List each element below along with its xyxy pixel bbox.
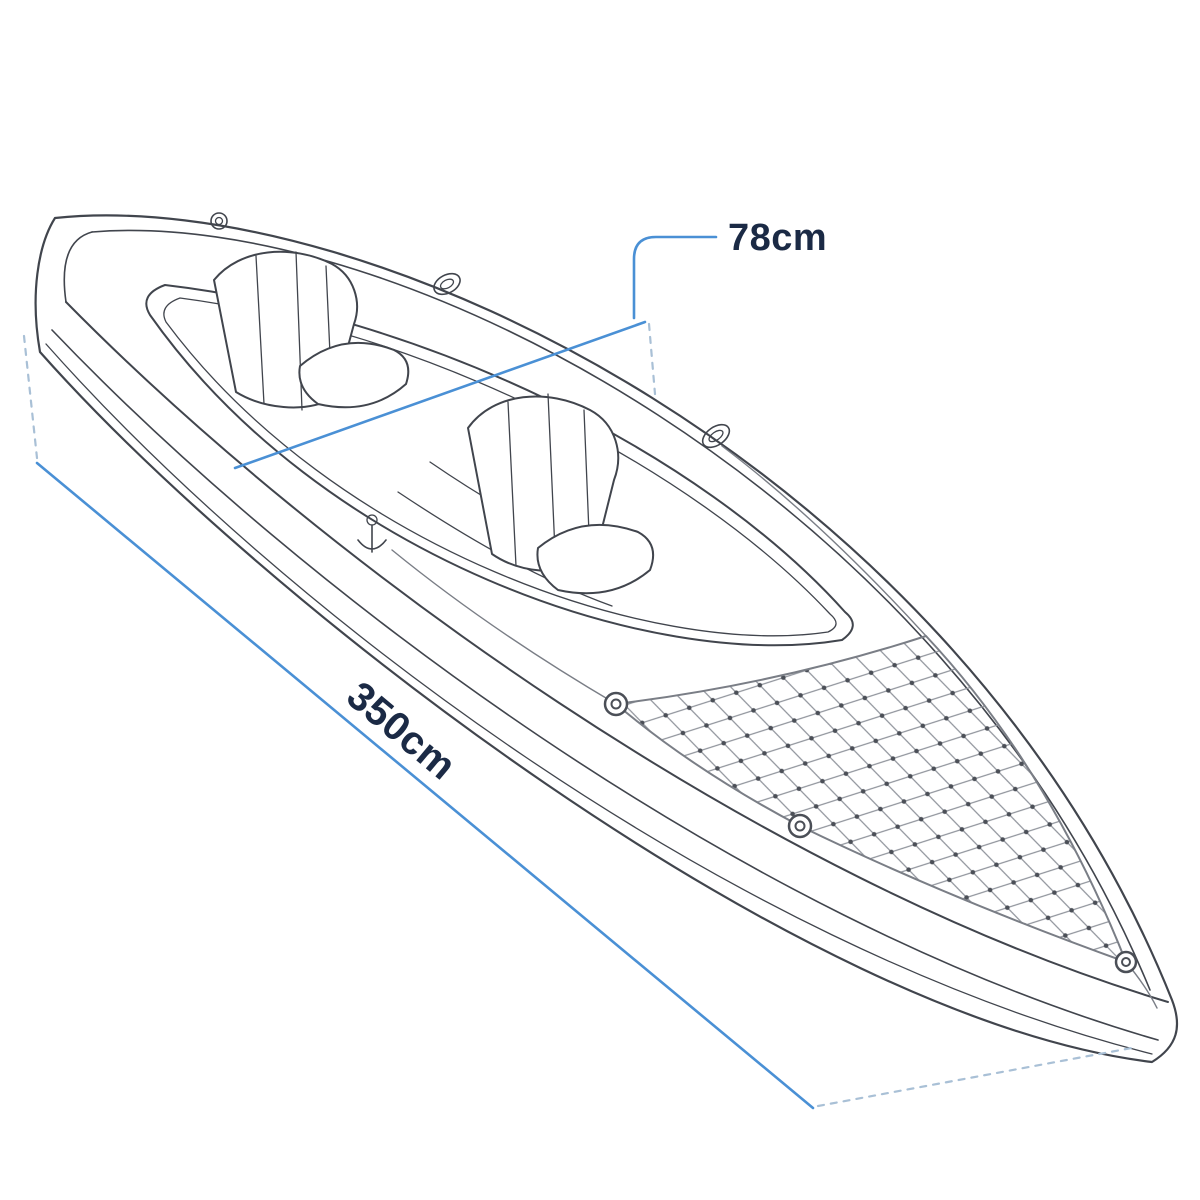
seat-front: [467, 393, 654, 595]
bungee-cord-right: [721, 445, 927, 637]
hull-seam-upper: [51, 329, 1159, 1041]
seat-rear-cushion: [298, 341, 410, 409]
kayak-illustration: [34, 212, 1179, 1064]
length-extension-right-dashed: [816, 1045, 1139, 1108]
width-dimension-line: [233, 320, 647, 470]
cockpit-outer-rim: [145, 284, 854, 647]
seat-front-cushion: [536, 523, 654, 595]
cargo-net: [603, 635, 1138, 974]
net-grommet-bow: [1114, 950, 1138, 974]
net-grommet-bottom: [787, 813, 813, 839]
hull-seam-lower: [45, 343, 1153, 1055]
carry-handle-front: [701, 423, 731, 449]
carry-handle-rear: [433, 272, 461, 296]
width-label: 78cm: [728, 217, 827, 259]
width-leader-line: [632, 235, 718, 320]
dimension-width: 78cm: [233, 217, 827, 470]
cockpit-inner-rim: [163, 297, 837, 637]
bungee-cord-left: [391, 549, 617, 705]
seat-rear: [213, 250, 410, 411]
air-valve: [210, 212, 228, 230]
cargo-net-mesh: [615, 635, 1127, 963]
net-grommet-left: [603, 691, 629, 717]
stern-cap-line: [63, 231, 93, 303]
length-dimension-line: [35, 461, 815, 1110]
anchor-cleat-icon: [357, 514, 387, 553]
deck-near-edge: [65, 301, 1169, 1003]
length-extension-left-dashed: [22, 334, 39, 460]
width-extension-dashed: [647, 322, 657, 396]
